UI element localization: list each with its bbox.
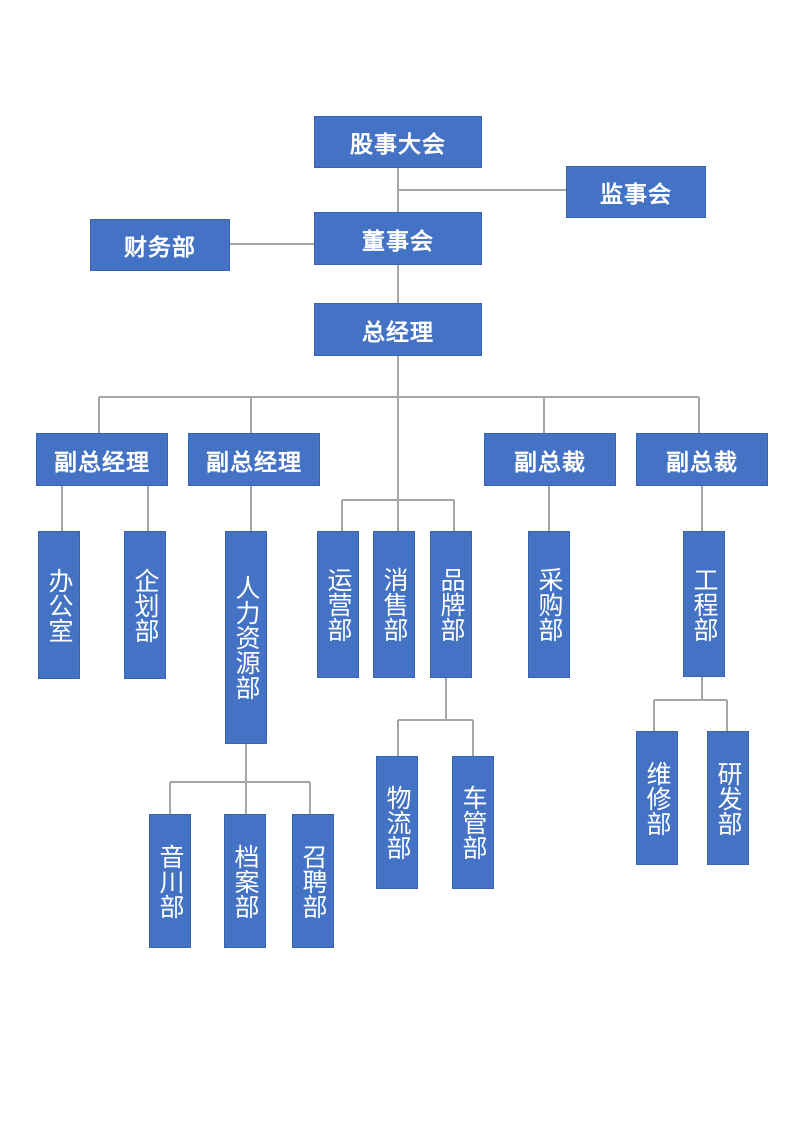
node-supervisory-board: 监事会 [566, 166, 706, 218]
node-archives: 档案部 [224, 814, 266, 948]
node-operations: 运营部 [317, 531, 359, 678]
node-sales: 消售部 [373, 531, 415, 678]
node-office: 办公室 [38, 531, 80, 679]
node-deputy-president-1: 副总裁 [484, 433, 616, 486]
node-rnd: 研发部 [707, 731, 749, 865]
node-shareholders: 股事大会 [314, 116, 482, 168]
node-deputy-gm-2: 副总经理 [188, 433, 320, 486]
node-purchasing: 采购部 [528, 531, 570, 678]
node-maintenance: 维修部 [636, 731, 678, 865]
node-hr: 人力资源部 [225, 531, 267, 744]
node-deputy-gm-1: 副总经理 [36, 433, 168, 486]
node-deputy-president-2: 副总裁 [636, 433, 768, 486]
node-finance: 财务部 [90, 219, 230, 271]
node-board: 董事会 [314, 212, 482, 265]
node-planning: 企划部 [124, 531, 166, 679]
node-recruitment: 召聘部 [292, 814, 334, 948]
node-logistics: 物流部 [376, 756, 418, 889]
node-brand: 品牌部 [430, 531, 472, 678]
node-training: 音川部 [149, 814, 191, 948]
node-fleet: 车管部 [452, 756, 494, 889]
node-general-manager: 总经理 [314, 303, 482, 356]
node-engineering: 工程部 [683, 531, 725, 677]
